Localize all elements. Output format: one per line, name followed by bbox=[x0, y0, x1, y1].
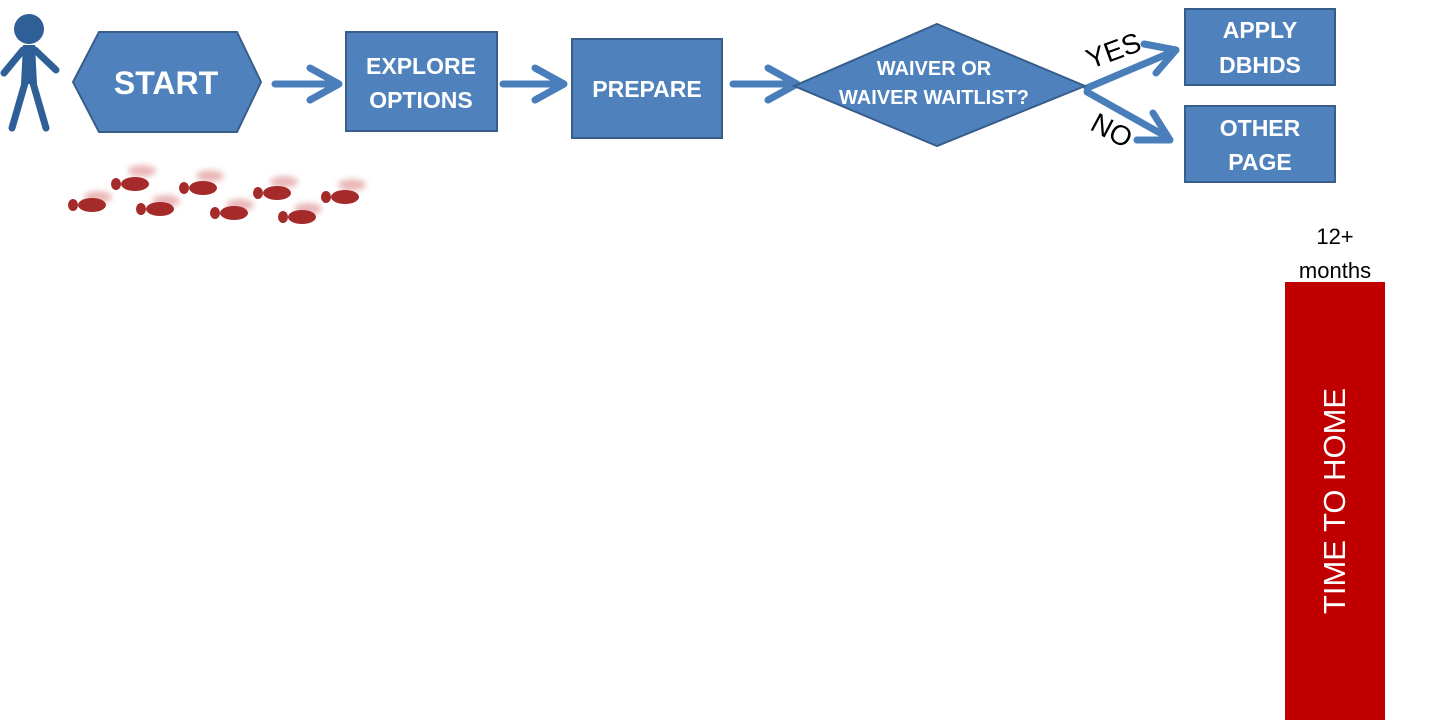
explore-label-line2: OPTIONS bbox=[369, 87, 473, 113]
start-label: START bbox=[114, 65, 219, 101]
other-label-line2: PAGE bbox=[1228, 149, 1291, 175]
person-icon bbox=[0, 14, 60, 132]
duration-line2: months bbox=[1298, 258, 1372, 283]
decision-label-line2: WAIVER WAITLIST? bbox=[839, 87, 1029, 109]
apply-label-line2: DBHDS bbox=[1219, 52, 1301, 78]
duration-label: 12+ months bbox=[1285, 220, 1385, 288]
waiver-decision-node: WAIVER OR WAIVER WAITLIST? bbox=[791, 22, 1088, 148]
arrow-decision-no bbox=[1083, 88, 1174, 144]
decision-label-line1: WAIVER OR bbox=[877, 58, 992, 80]
time-to-home-label: TIME TO HOME bbox=[1317, 387, 1352, 615]
prepare-node: PREPARE bbox=[571, 38, 723, 139]
duration-line1: 12+ bbox=[1316, 224, 1354, 249]
explore-options-node: EXPLORE OPTIONS bbox=[345, 31, 498, 132]
time-to-home-bar: TIME TO HOME bbox=[1285, 282, 1385, 720]
other-page-node: OTHER PAGE bbox=[1184, 105, 1336, 183]
start-node: START bbox=[71, 31, 263, 133]
apply-dbhds-node: APPLY DBHDS bbox=[1184, 8, 1336, 86]
arrow-prepare-to-decision bbox=[729, 64, 801, 104]
arrow-explore-to-prepare bbox=[499, 64, 568, 104]
other-label-line1: OTHER bbox=[1220, 115, 1301, 141]
footprints-icon bbox=[68, 165, 366, 224]
arrow-start-to-explore bbox=[271, 64, 343, 104]
arrow-decision-yes bbox=[1083, 40, 1180, 92]
prepare-label: PREPARE bbox=[592, 76, 702, 102]
explore-label-line1: EXPLORE bbox=[366, 53, 476, 79]
apply-label-line1: APPLY bbox=[1223, 17, 1298, 43]
